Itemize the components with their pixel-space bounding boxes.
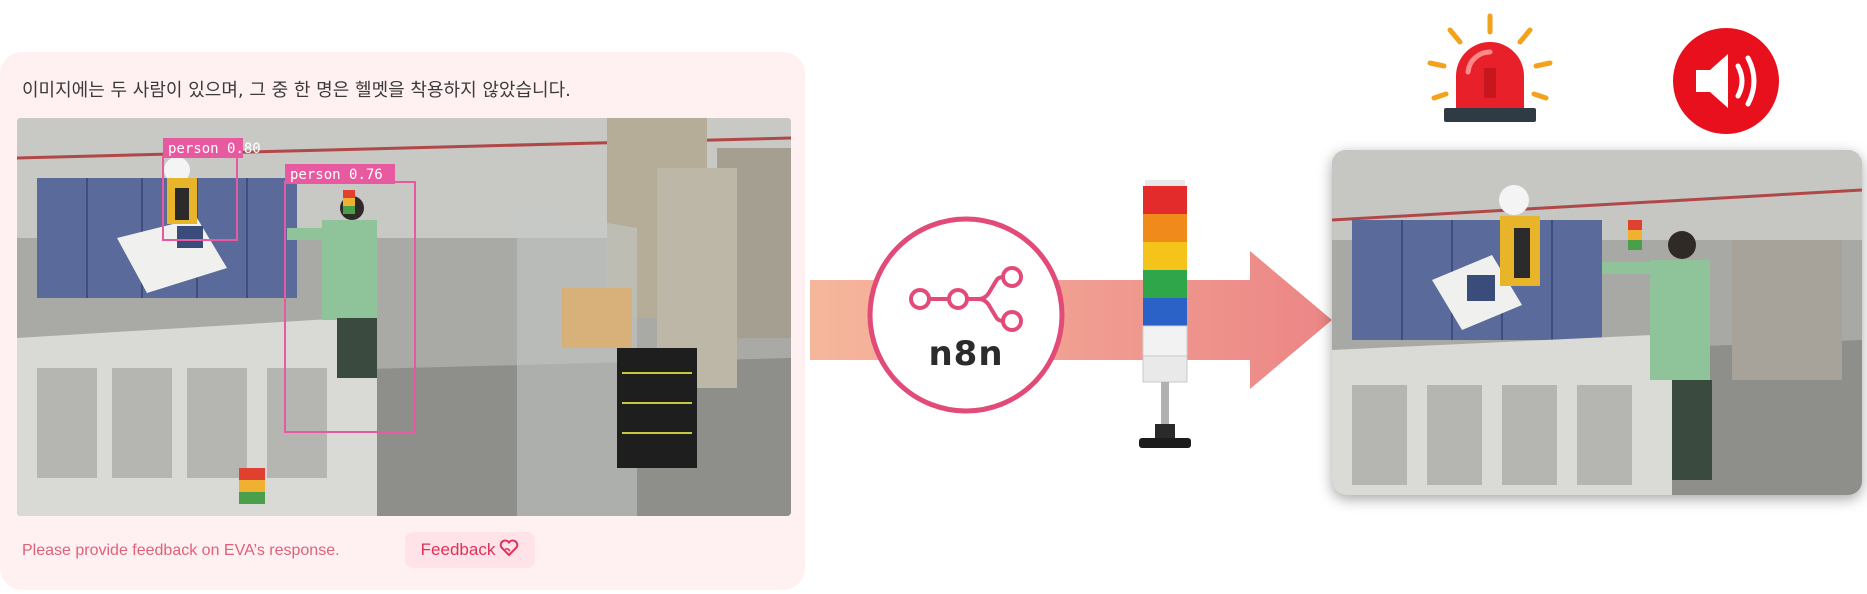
n8n-workflow-icon <box>909 266 1023 332</box>
feedback-prompt: Please provide feedback on EVA’s respons… <box>22 542 340 559</box>
detection-camera-image: person 0.80 person 0.76 <box>17 118 791 516</box>
red-siren-icon <box>1427 13 1553 122</box>
eva-response-card: 이미지에는 두 사람이 있으며, 그 중 한 명은 헬멧을 착용하지 않았습니다… <box>0 52 805 590</box>
alert-camera-image <box>1332 150 1862 495</box>
feedback-button-label: Feedback <box>420 540 496 559</box>
eva-response-message: 이미지에는 두 사람이 있으며, 그 중 한 명은 헬멧을 착용하지 않았습니다… <box>22 80 571 101</box>
speaker-sound-icon <box>1673 28 1779 134</box>
stack-light-tower <box>1139 180 1191 448</box>
n8n-workflow-node[interactable] <box>866 215 1066 415</box>
feedback-button[interactable]: Feedback <box>405 532 535 568</box>
n8n-label: n8n <box>928 334 1004 374</box>
heart-hand-icon <box>499 539 519 562</box>
detection-label-2: person 0.76 <box>290 167 383 183</box>
detection-label-1: person 0.80 <box>168 141 261 157</box>
